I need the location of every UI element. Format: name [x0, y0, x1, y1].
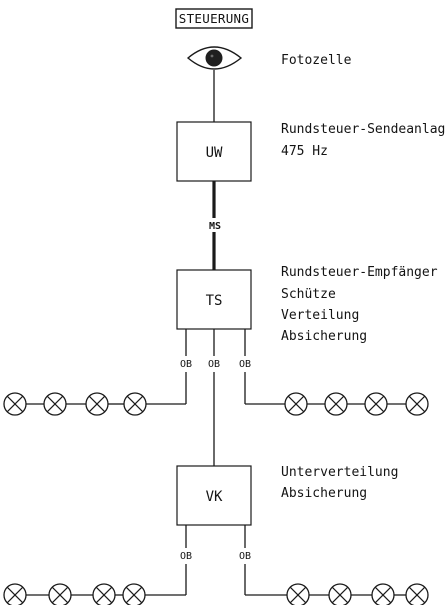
lamp-cross-icon [405, 392, 429, 416]
lamp-string-upper-left [3, 392, 147, 416]
lamp-string-lower-right [286, 583, 429, 605]
ts-fuse-left: OB [180, 359, 192, 370]
ts-fuse-mid: OB [208, 359, 220, 370]
lamp-cross-icon [364, 392, 388, 416]
vk-desc-line2: Absicherung [281, 486, 367, 501]
lamp-cross-icon [324, 392, 348, 416]
ts-box-label: TS [206, 293, 223, 309]
vk-fuse-left: OB [180, 551, 192, 562]
ts-box [176, 269, 252, 330]
uw-desc-line1: Rundsteuer-Sendeanlage [281, 122, 446, 137]
lamp-cross-icon [48, 583, 72, 605]
lamp-cross-icon [371, 583, 395, 605]
title-box: STEUERUNG [175, 8, 253, 29]
lamp-cross-icon [92, 583, 116, 605]
photocell-label: Fotozelle [281, 53, 352, 68]
lamp-cross-icon [284, 392, 308, 416]
lamp-cross-icon [3, 583, 27, 605]
lamp-cross-icon [405, 583, 429, 605]
vk-box-label: VK [206, 489, 223, 505]
uw-box-label: UW [206, 145, 223, 161]
uw-desc-line2: 475 Hz [281, 144, 328, 159]
ts-desc-line3: Verteilung [281, 308, 359, 323]
title-label: STEUERUNG [179, 11, 249, 26]
vk-box [176, 465, 252, 526]
lamp-cross-icon [122, 583, 146, 605]
lamp-cross-icon [123, 392, 147, 416]
vk-fuse-right: OB [239, 551, 251, 562]
vk-desc-line1: Unterverteilung [281, 465, 398, 480]
lamp-string-lower-left [3, 583, 146, 605]
lamp-cross-icon [3, 392, 27, 416]
lamp-string-upper-right [284, 392, 429, 416]
lamp-cross-icon [85, 392, 109, 416]
lamp-cross-icon [286, 583, 310, 605]
eye-icon [186, 46, 243, 70]
ms-label: MS [209, 221, 221, 232]
ts-desc-line4: Absicherung [281, 329, 367, 344]
ts-desc-line1: Rundsteuer-Empfänger [281, 265, 438, 280]
ts-desc-line2: Schütze [281, 287, 336, 302]
lamp-cross-icon [43, 392, 67, 416]
lamp-cross-icon [328, 583, 352, 605]
ts-fuse-right: OB [239, 359, 251, 370]
uw-box [176, 121, 252, 182]
